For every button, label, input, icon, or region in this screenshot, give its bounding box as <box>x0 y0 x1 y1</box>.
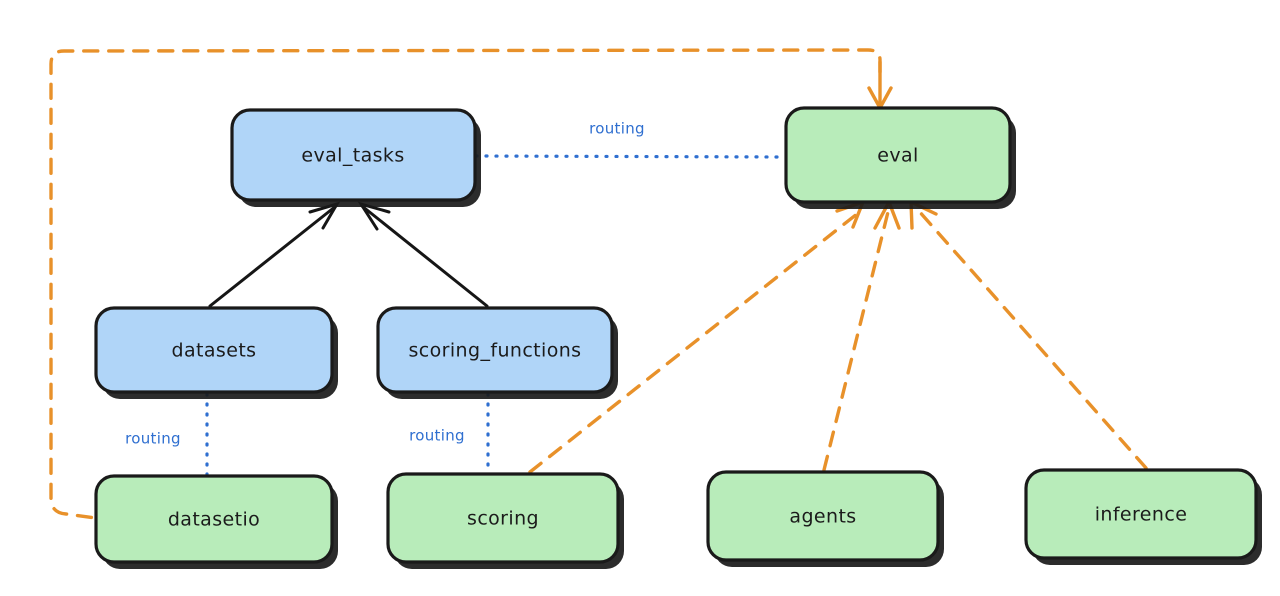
node-scoring-functions[interactable]: scoring_functions <box>376 306 618 399</box>
node-eval[interactable]: eval <box>784 106 1016 209</box>
routing-label-scoring-functions: routing <box>409 427 465 445</box>
edge-label-routing-eval-tasks: routing <box>573 115 665 141</box>
node-datasets[interactable]: datasets <box>94 306 338 399</box>
node-inference-label: inference <box>1095 504 1188 526</box>
node-eval-box[interactable] <box>784 106 1012 204</box>
edge-label-bg-3 <box>394 422 484 448</box>
edge-datasets-eval-tasks <box>208 201 341 308</box>
node-scoring-functions-box[interactable] <box>376 306 614 394</box>
node-scoring-label: scoring <box>467 508 539 530</box>
node-inference-box[interactable] <box>1024 468 1258 560</box>
node-scoring-functions-label: scoring_functions <box>409 340 582 362</box>
node-datasetio[interactable]: datasetio <box>94 474 338 569</box>
edge-label-bg-2 <box>110 425 200 451</box>
edge-label-routing-scoring-functions: routing <box>394 422 484 448</box>
edge-eval-tasks-eval <box>474 154 786 159</box>
node-eval-tasks-box[interactable] <box>230 108 477 202</box>
node-agents-box[interactable] <box>706 470 940 562</box>
node-eval-tasks-label: eval_tasks <box>301 145 404 167</box>
node-scoring[interactable]: scoring <box>386 472 624 569</box>
node-agents-label: agents <box>789 506 856 528</box>
edge-label-bg-1 <box>573 115 665 141</box>
node-datasetio-box[interactable] <box>94 474 334 564</box>
node-datasets-label: datasets <box>172 340 257 362</box>
node-datasetio-label: datasetio <box>168 509 260 531</box>
edge-scoring-functions-eval-tasks <box>357 201 489 308</box>
routing-label-eval-tasks: routing <box>589 120 645 138</box>
edge-label-routing-datasets: routing <box>110 425 200 451</box>
routing-label-datasets: routing <box>125 430 181 448</box>
node-inference[interactable]: inference <box>1024 468 1262 565</box>
edge-agents-eval <box>822 197 901 472</box>
node-datasets-box[interactable] <box>94 306 334 394</box>
node-scoring-box[interactable] <box>386 472 620 564</box>
node-agents[interactable]: agents <box>706 470 944 567</box>
edge-inference-eval <box>909 199 1148 470</box>
node-eval-tasks[interactable]: eval_tasks <box>230 108 481 207</box>
node-eval-label: eval <box>877 145 918 167</box>
